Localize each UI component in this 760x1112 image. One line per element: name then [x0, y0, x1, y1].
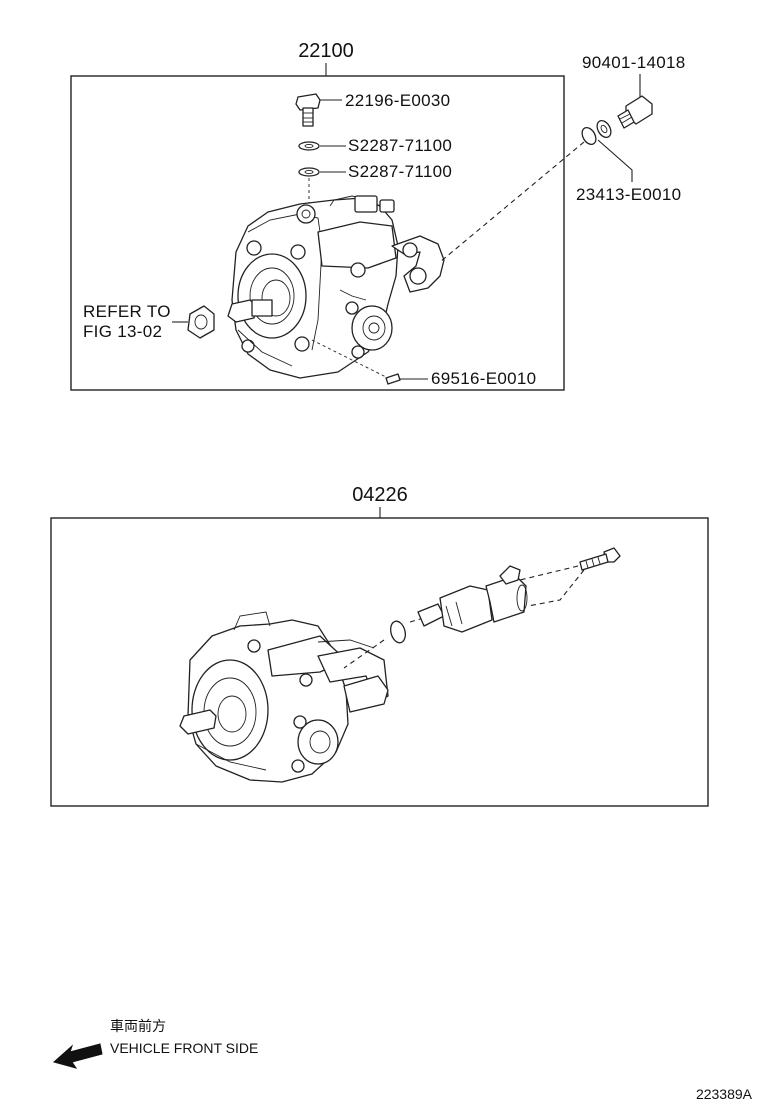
refer-line-1: REFER TO — [83, 302, 171, 321]
union-gasket-part — [581, 119, 612, 146]
assembly-line-bolt-bottom — [527, 569, 585, 607]
suction-control-valve — [417, 565, 528, 633]
label-union-gasket: 23413-E0010 — [576, 185, 681, 204]
bolt-part — [295, 93, 321, 127]
key-part — [385, 373, 401, 385]
group-number-upper: 22100 — [298, 40, 354, 62]
o-ring-part — [390, 620, 406, 644]
group-frame-lower — [50, 517, 709, 807]
leader-union-gasket — [597, 139, 633, 182]
assembly-line-key — [311, 339, 389, 379]
assembly-line-oring — [343, 639, 385, 669]
union-bolt-part — [617, 95, 653, 129]
figure-code: 223389A — [696, 1086, 753, 1102]
label-gasket-1: S2287-71100 — [348, 136, 452, 155]
assembly-line-bolt-top — [519, 565, 579, 581]
valve-bolt-part — [579, 547, 621, 571]
label-gasket-2: S2287-71100 — [348, 162, 452, 181]
group-number-lower: 04226 — [352, 484, 408, 506]
legend-jp-label: 車両前方 — [110, 1018, 166, 1034]
label-bolt: 22196-E0030 — [345, 91, 450, 110]
label-key: 69516-E0010 — [431, 369, 536, 388]
assembly-line-union — [439, 141, 585, 263]
supply-pump-upper — [227, 195, 445, 379]
gasket-part-2 — [298, 167, 320, 177]
group-frame-upper — [70, 75, 565, 391]
nut-part — [187, 305, 215, 339]
label-union-bolt: 90401-14018 — [582, 53, 686, 72]
legend-en-label: VEHICLE FRONT SIDE — [110, 1040, 258, 1056]
front-arrow-icon — [52, 1043, 103, 1069]
refer-line-2: FIG 13-02 — [83, 322, 162, 341]
gasket-part-1 — [298, 141, 320, 151]
supply-pump-lower — [179, 611, 389, 783]
